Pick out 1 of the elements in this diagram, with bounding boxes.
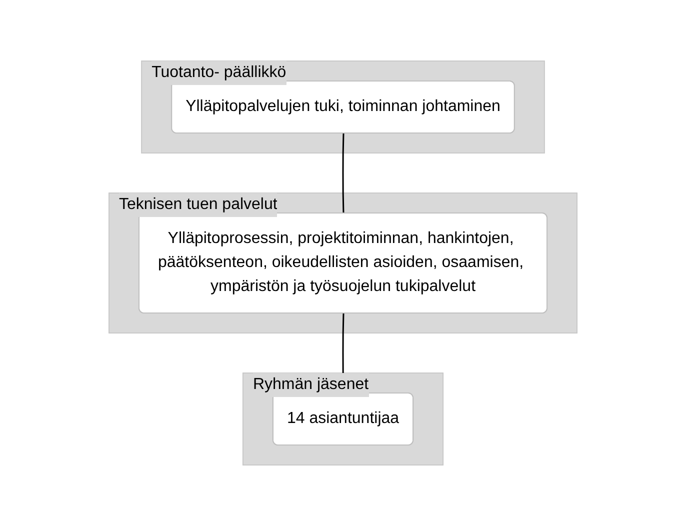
connector — [342, 133, 344, 214]
